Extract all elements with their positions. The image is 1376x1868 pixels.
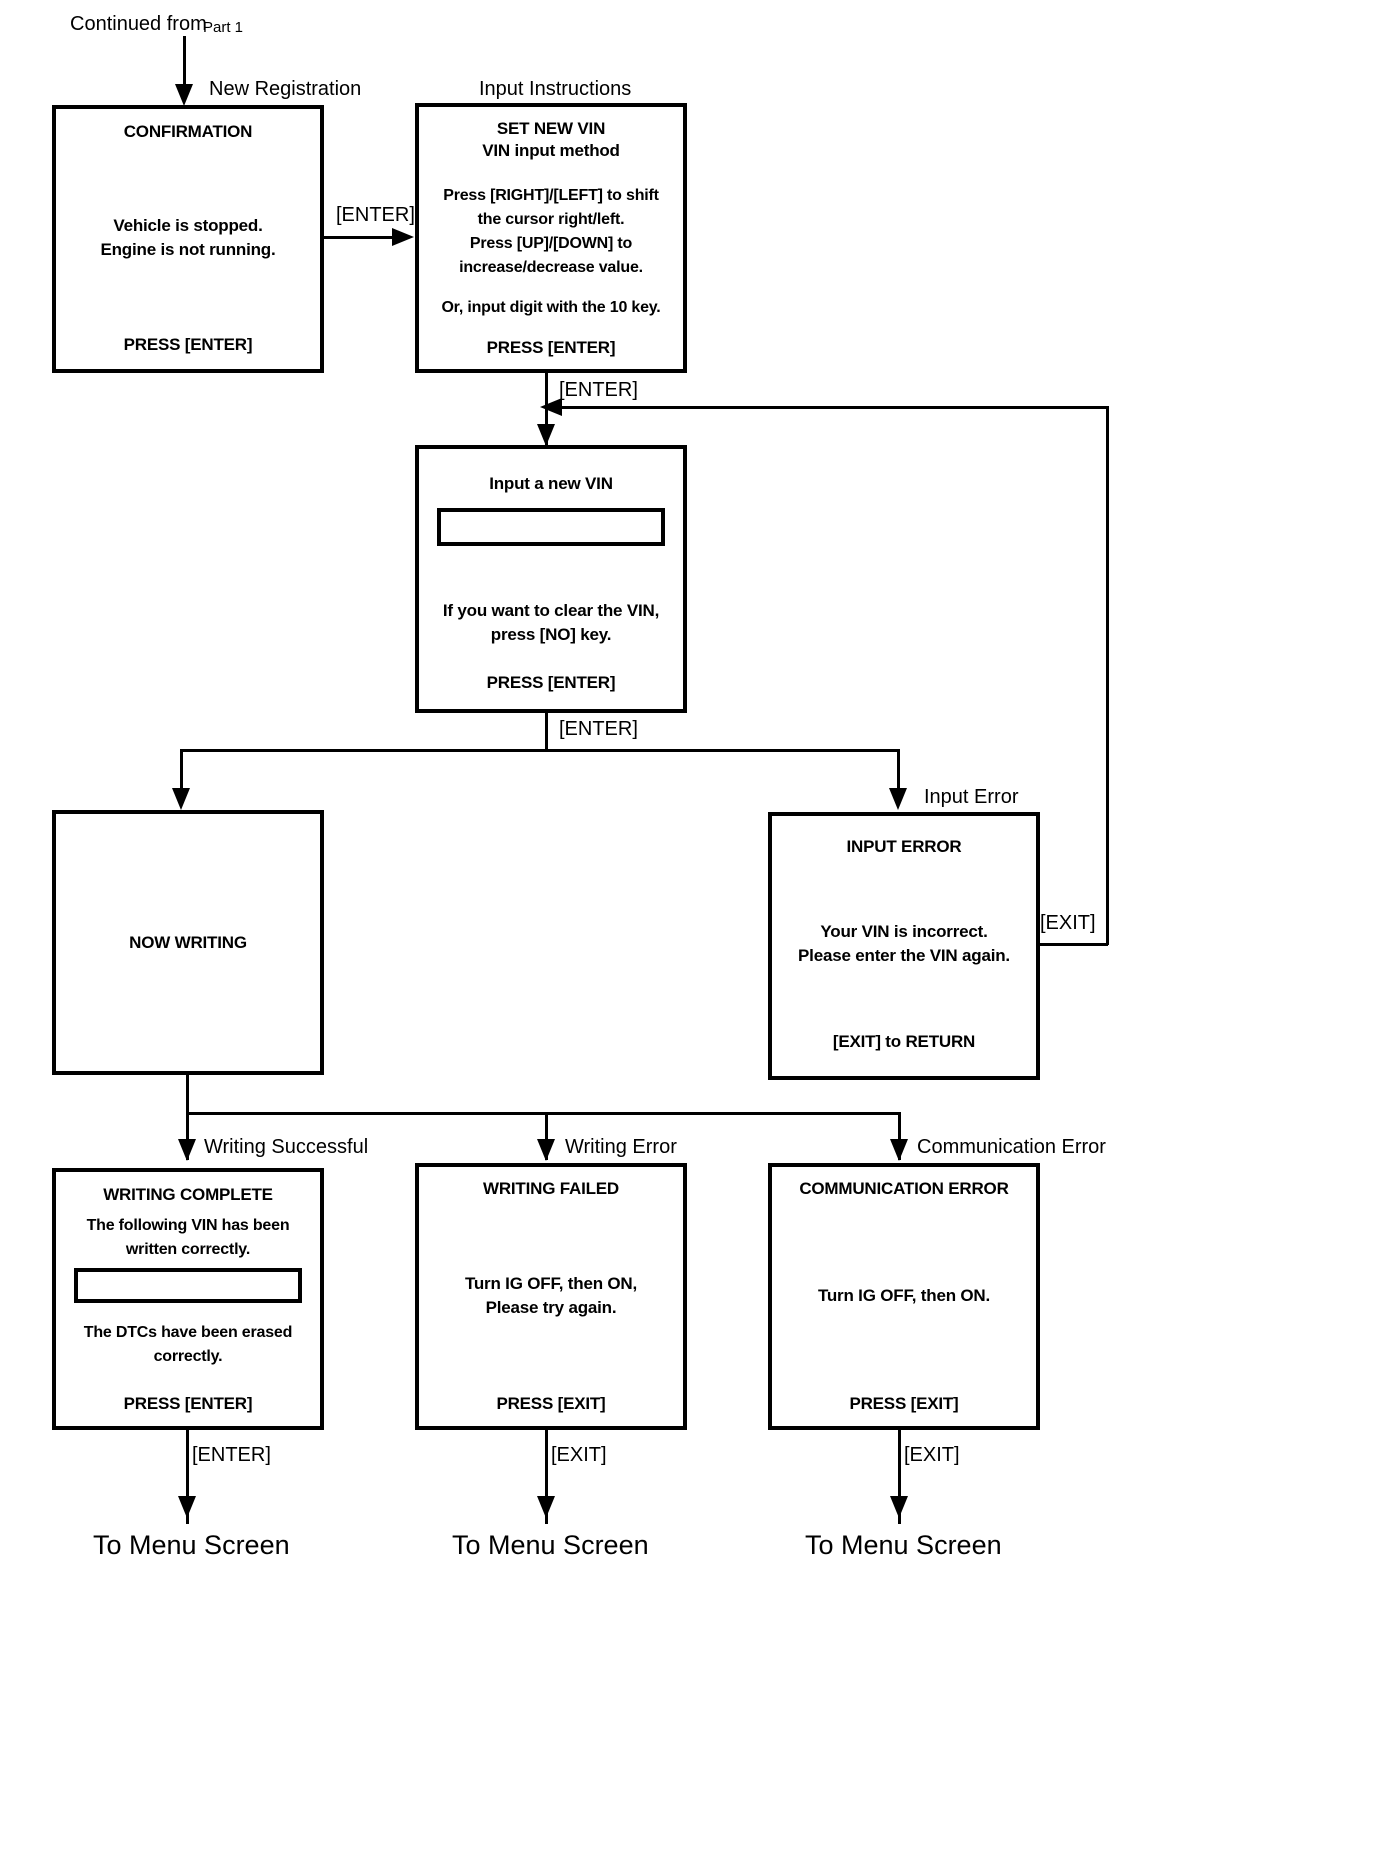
writing-complete-footer: PRESS [ENTER]: [123, 1394, 253, 1413]
screen-writing-failed: WRITING FAILED Turn IG OFF, then ON, Ple…: [415, 1163, 687, 1430]
edge-label-enter-1: [ENTER]: [336, 204, 415, 226]
connector-split-right-drop: [897, 749, 900, 801]
connector-writing-error-drop: [545, 1112, 548, 1160]
screen-writing-complete: WRITING COMPLETE The following VIN has b…: [52, 1168, 324, 1430]
connector-confirm-to-setvin: [324, 236, 402, 239]
writing-failed-body-line-1: Turn IG OFF, then ON,: [464, 1274, 638, 1293]
connector-communication-error-drop: [898, 1112, 901, 1160]
terminal-to-menu-screen-2: To Menu Screen: [452, 1530, 649, 1560]
inputvin-body-line-2: press [NO] key.: [490, 625, 612, 644]
inputvin-title: Input a new VIN: [489, 474, 613, 493]
part-label: Part 1: [203, 19, 244, 36]
terminal-to-menu-screen-1: To Menu Screen: [93, 1530, 290, 1560]
connector-menu-2-arrowhead: [537, 1496, 555, 1518]
connector-inputvin-split-stem: [545, 713, 548, 752]
writing-complete-body-bottom-line-1: The DTCs have been erased: [83, 1324, 293, 1341]
confirmation-body-line-1: Vehicle is stopped.: [113, 216, 263, 235]
connector-menu-1-arrowhead: [178, 1496, 196, 1518]
communication-error-footer: PRESS [EXIT]: [849, 1394, 959, 1413]
setvin-body-line-4: increase/decrease value.: [459, 259, 643, 276]
screen-communication-error: COMMUNICATION ERROR Turn IG OFF, then ON…: [768, 1163, 1040, 1430]
connector-exit-loop-top: [560, 406, 1108, 409]
confirmation-body-line-2: Engine is not running.: [100, 240, 276, 259]
confirmation-title: CONFIRMATION: [123, 122, 253, 141]
screen-set-new-vin: SET NEW VIN VIN input method Press [RIGH…: [415, 103, 687, 373]
edge-label-enter-3: [ENTER]: [559, 718, 638, 740]
writing-complete-body-top-line-1: The following VIN has been: [86, 1217, 290, 1234]
vin-input-field[interactable]: [437, 508, 665, 546]
inputvin-footer: PRESS [ENTER]: [486, 673, 616, 692]
edge-label-exit-loop: [EXIT]: [1040, 912, 1096, 934]
connector-confirm-to-setvin-arrowhead: [392, 228, 414, 246]
connector-result-split-bar: [186, 1112, 900, 1115]
writing-complete-body-top-line-2: written correctly.: [125, 1241, 251, 1258]
connector-exit-loop-vline: [1106, 406, 1109, 945]
connector-menu-2-line: [545, 1430, 548, 1524]
screen-input-new-vin: Input a new VIN If you want to clear the…: [415, 445, 687, 713]
caption-input-error: Input Error: [924, 786, 1019, 808]
edge-label-communication-error: Communication Error: [917, 1136, 1106, 1158]
connector-continued-arrowhead: [175, 84, 193, 106]
connector-menu-3-line: [898, 1430, 901, 1524]
connector-continued-vline: [183, 36, 186, 88]
connector-result-split-stem: [186, 1075, 189, 1115]
writing-complete-vin-field: [74, 1268, 302, 1303]
input-error-title: INPUT ERROR: [846, 837, 962, 856]
edge-label-exit-menu-2: [EXIT]: [904, 1444, 960, 1466]
connector-exit-loop-bottom: [1036, 943, 1108, 946]
screen-input-error: INPUT ERROR Your VIN is incorrect. Pleas…: [768, 812, 1040, 1080]
continued-from-label: Continued from: [70, 13, 207, 35]
input-error-body-line-1: Your VIN is incorrect.: [820, 922, 988, 941]
connector-writing-successful-arrowhead: [178, 1139, 196, 1161]
communication-error-body-line-1: Turn IG OFF, then ON.: [817, 1286, 991, 1305]
input-error-body-line-2: Please enter the VIN again.: [798, 946, 1010, 965]
setvin-body-line-2: the cursor right/left.: [477, 211, 625, 228]
edge-label-exit-menu-1: [EXIT]: [551, 1444, 607, 1466]
caption-new-registration: New Registration: [209, 78, 362, 100]
input-error-footer: [EXIT] to RETURN: [832, 1032, 976, 1051]
caption-input-instructions: Input Instructions: [479, 78, 632, 100]
writing-complete-title: WRITING COMPLETE: [103, 1185, 273, 1204]
connector-split-left-drop: [180, 749, 183, 801]
screen-now-writing: NOW WRITING: [52, 810, 324, 1075]
edge-label-writing-error: Writing Error: [565, 1136, 677, 1158]
connector-menu-3-arrowhead: [890, 1496, 908, 1518]
now-writing-title: NOW WRITING: [129, 932, 247, 952]
edge-label-enter-menu: [ENTER]: [192, 1444, 271, 1466]
writing-failed-title: WRITING FAILED: [482, 1179, 620, 1198]
connector-input-error-arrowhead: [889, 788, 907, 810]
connector-communication-error-arrowhead: [890, 1139, 908, 1161]
connector-menu-1-line: [186, 1430, 189, 1524]
connector-inputvin-split-bar: [180, 749, 900, 752]
connector-writing-successful-drop: [186, 1112, 189, 1160]
writing-failed-footer: PRESS [EXIT]: [496, 1394, 606, 1413]
setvin-body-line-1: Press [RIGHT]/[LEFT] to shift: [443, 187, 659, 204]
connector-now-writing-arrowhead: [172, 788, 190, 810]
setvin-body2: Or, input digit with the 10 key.: [441, 299, 661, 316]
setvin-footer: PRESS [ENTER]: [486, 338, 616, 357]
confirmation-footer: PRESS [ENTER]: [123, 335, 253, 354]
writing-failed-body-line-2: Please try again.: [485, 1298, 617, 1317]
connector-setvin-to-inputvin-arrowhead: [537, 424, 555, 446]
connector-writing-error-arrowhead: [537, 1139, 555, 1161]
edge-label-writing-successful: Writing Successful: [204, 1136, 369, 1158]
setvin-body-line-3: Press [UP]/[DOWN] to: [469, 235, 633, 252]
inputvin-body-line-1: If you want to clear the VIN,: [442, 601, 660, 620]
setvin-title-1: SET NEW VIN: [496, 119, 606, 138]
connector-exit-loop-arrowhead: [540, 398, 562, 416]
edge-label-enter-2: [ENTER]: [559, 379, 638, 401]
writing-complete-body-bottom-line-2: correctly.: [153, 1348, 223, 1365]
screen-confirmation: CONFIRMATION Vehicle is stopped. Engine …: [52, 105, 324, 373]
communication-error-title: COMMUNICATION ERROR: [799, 1179, 1009, 1198]
terminal-to-menu-screen-3: To Menu Screen: [805, 1530, 1002, 1560]
setvin-title-2: VIN input method: [482, 141, 620, 160]
